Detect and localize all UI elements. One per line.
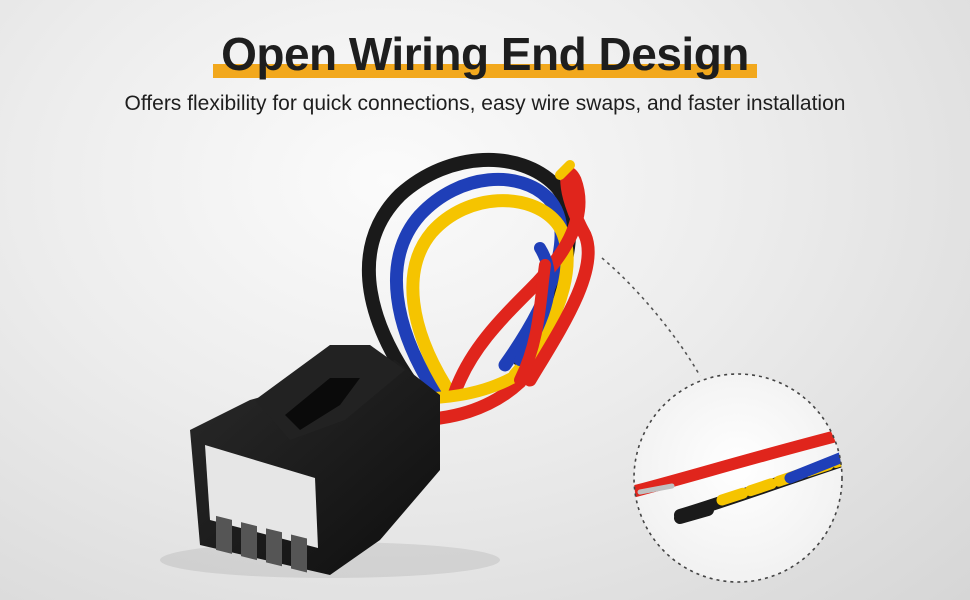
page-title-text: Open Wiring End Design bbox=[221, 28, 749, 80]
zoom-wire-blue bbox=[784, 444, 842, 484]
zoom-circle-bg bbox=[634, 374, 842, 582]
zoom-content bbox=[634, 424, 842, 524]
pin-slot-3 bbox=[266, 528, 282, 567]
page-subtitle: Offers flexibility for quick connections… bbox=[124, 92, 846, 115]
pin-slot-4 bbox=[291, 534, 307, 573]
connector-pins bbox=[216, 515, 307, 573]
connector-latch-slot bbox=[285, 378, 360, 430]
zoom-wire-black-stub bbox=[674, 504, 714, 524]
header: Open Wiring End Design Offers flexibilit… bbox=[0, 0, 970, 130]
wire-red-end bbox=[514, 259, 551, 386]
wire-yellow bbox=[406, 194, 574, 397]
connector-housing bbox=[190, 345, 440, 575]
callout-dashed-line bbox=[601, 257, 701, 377]
connector-face bbox=[205, 445, 318, 548]
zoom-wire-red-tip bbox=[637, 483, 675, 495]
page-title: Open Wiring End Design bbox=[213, 26, 757, 82]
title-wrap: Open Wiring End Design bbox=[0, 26, 970, 82]
wire-yellow-tip bbox=[555, 160, 575, 180]
pin-slot-2 bbox=[241, 522, 257, 561]
zoom-circle-border bbox=[633, 373, 843, 583]
title-highlight-bar bbox=[213, 64, 757, 78]
wire-red bbox=[448, 167, 595, 399]
zoom-circle bbox=[633, 373, 843, 583]
pin-slot-1 bbox=[216, 515, 232, 554]
